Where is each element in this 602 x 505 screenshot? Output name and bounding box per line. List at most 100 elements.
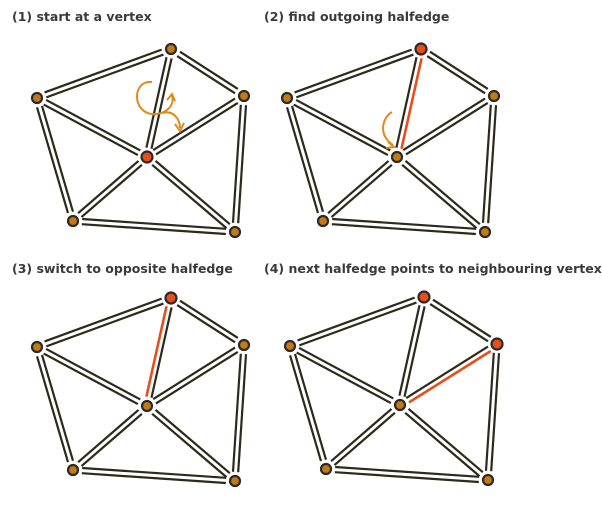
rotation-arrowhead [385,141,397,149]
halfedge [404,160,481,226]
panel-1: (1) start at a vertex [0,0,289,252]
halfedge [404,411,481,477]
halfedge [335,465,480,478]
halfedge [179,50,239,90]
rotation-arc [136,80,174,116]
mesh-diagram [280,42,501,239]
mesh-diagram [162,111,504,487]
halfedge [81,223,226,236]
halfedge [330,408,393,462]
halfedge [332,217,477,230]
vertex-center [140,399,154,413]
vertex-left [280,91,294,105]
halfedge [43,352,139,406]
halfedge [150,58,173,150]
halfedge [407,408,484,474]
halfedge [294,48,413,94]
halfedge [154,409,231,475]
halfedge [432,298,492,338]
vertex-bl [316,214,330,228]
halfedge [152,97,236,151]
vertex-bl [66,463,80,477]
halfedge [77,409,140,463]
halfedge [402,97,486,151]
halfedge [40,354,75,461]
halfedge [80,164,143,218]
halfedge [145,305,168,397]
mesh-diagram [30,42,251,239]
halfedge [45,347,141,401]
halfedge [330,164,393,218]
halfedge [426,55,486,95]
halfedge [334,471,479,484]
halfedge [44,48,163,94]
vertex-bl [319,462,333,476]
halfedge [327,160,390,214]
halfedge [151,163,228,229]
halfedge [293,103,389,157]
vertices [283,290,504,487]
halfedge [45,53,164,99]
halfedge [400,58,423,150]
halfedge [45,98,141,152]
vertices [30,42,251,239]
vertex-center [390,150,404,164]
halfedge [333,412,396,466]
halfedge [288,355,323,462]
vertex-top [417,290,431,304]
rotation-arrowhead [174,122,185,133]
halfedge [403,306,426,398]
vertex-br [228,474,242,488]
rotation-arrowhead [166,92,176,102]
edges [35,48,248,236]
halfedge [152,346,236,400]
halfedge [82,466,227,479]
vertex-center [393,398,407,412]
halfedge [151,412,228,478]
vertices [30,291,251,488]
halfedge [231,353,242,472]
edges [35,297,248,485]
mesh-diagram [30,80,251,488]
halfedge [481,104,492,223]
vertices [280,42,501,239]
vertex-right [237,338,251,352]
vertex-right [490,337,504,351]
vertex-br [481,473,495,487]
halfedge [237,354,248,473]
panel-2: (2) find outgoing halfedge [252,0,541,252]
halfedge [295,98,391,152]
vertex-left [283,339,297,353]
halfedge [293,353,328,460]
halfedge [484,352,495,471]
halfedge [405,102,489,156]
vertex-right [237,89,251,103]
panel-3: (3) switch to opposite halfedge [0,80,289,504]
halfedge [155,351,239,405]
vertex-top [164,291,178,305]
halfedge [35,107,70,214]
panel-title: (3) switch to opposite halfedge [12,261,233,276]
halfedge [295,53,414,99]
halfedge [150,307,173,399]
halfedge [298,301,417,347]
vertex-top [164,42,178,56]
vertex-top [414,42,428,56]
halfedge [398,304,421,396]
panel-4: (4) next halfedge points to neighbouring… [162,111,602,504]
panel-title: (2) find outgoing halfedge [264,9,450,24]
halfedge [296,351,392,405]
vertex-left [30,91,44,105]
halfedge [231,104,242,223]
halfedge [80,413,143,467]
vertex-right [487,89,501,103]
halfedge [405,345,489,399]
halfedge [81,472,226,485]
halfedge [45,302,164,348]
halfedge [155,102,239,156]
rotation-arc [382,111,394,146]
rotation-arc [162,111,181,129]
halfedge [40,105,75,212]
edges [288,296,501,484]
halfedge [395,56,418,148]
